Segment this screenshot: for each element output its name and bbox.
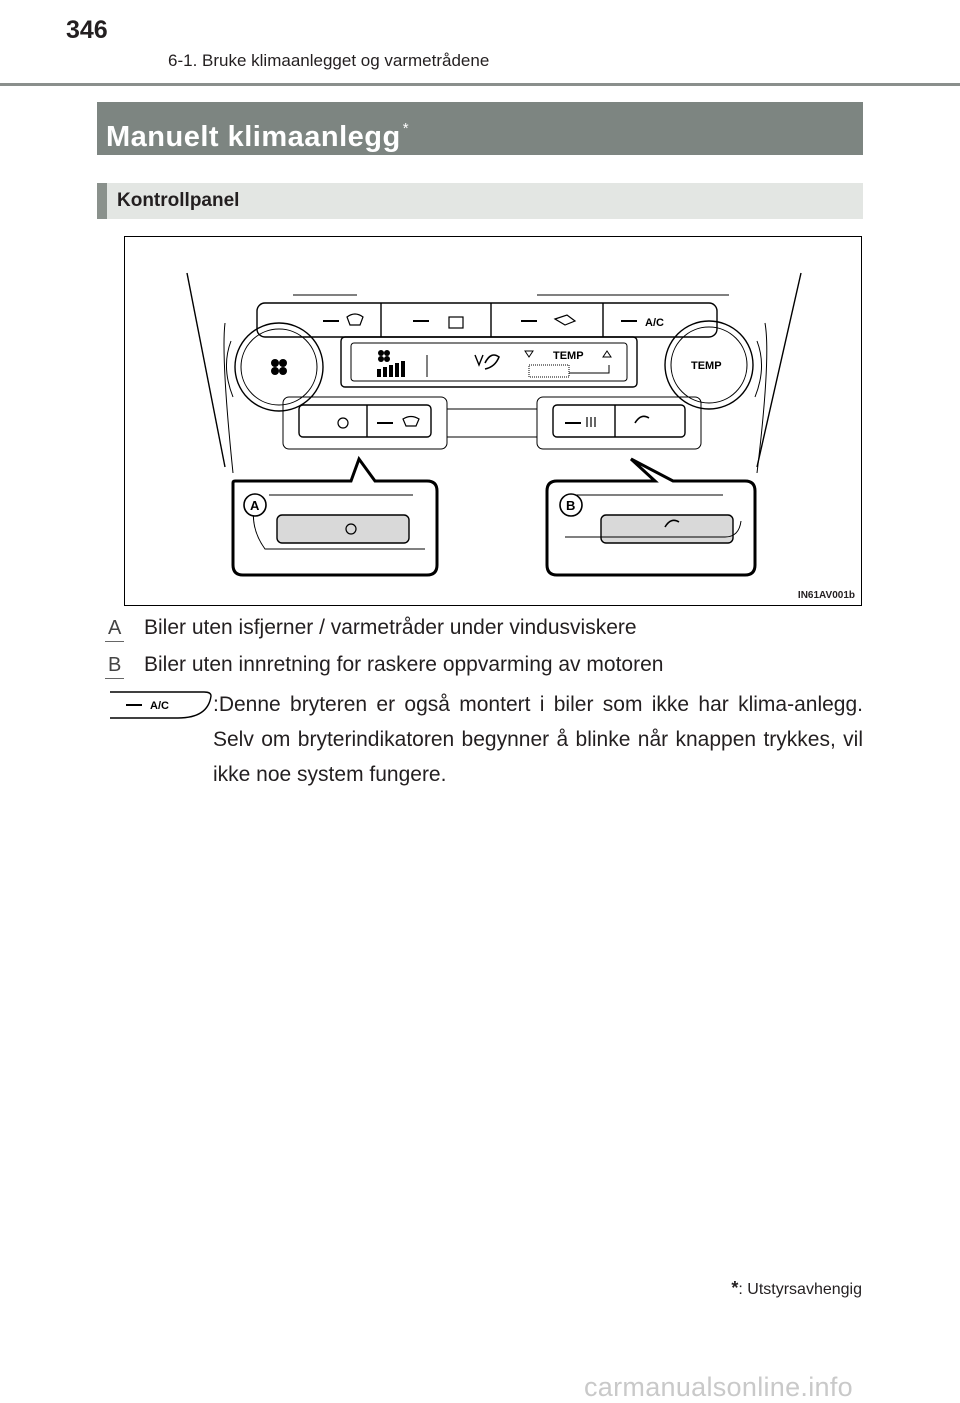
ac-note-text: :Denne bryteren er også montert i biler … [213,693,863,786]
ac-button-icon: A/C [110,691,212,719]
section-marker: * [402,120,410,137]
ac-button-label: A/C [645,317,664,329]
running-head: 6-1. Bruke klimaanlegget og varmetrådene [168,51,490,70]
callout-letter-a: A [250,498,260,513]
note-b-text: Biler uten innretning for raskere oppvar… [144,653,664,676]
page-number: 346 [66,16,108,44]
display-temp-label: TEMP [553,350,584,362]
callout-letter-b: B [566,498,575,513]
note-b-letter: B [104,654,125,679]
footnote-star: * [731,1278,739,1298]
header-rule [0,83,960,86]
subsection-title-bar: Kontrollpanel [97,183,863,219]
footnote-text: : Utstyrsavhengig [738,1281,862,1298]
note-a-text: Biler uten isfjerner / varmetråder under… [144,616,637,639]
figure-code: IN61AV001b [797,590,855,601]
watermark: carmanualsonline.info [584,1372,853,1402]
ac-icon-label: A/C [150,700,169,712]
control-panel-illustration: A/C TEMP TEMP A B [186,272,802,577]
note-a-letter: A [104,617,125,642]
section-title-bar: Manuelt klimaanlegg* [97,102,863,155]
ac-note: A/C :Denne bryteren er også montert i bi… [108,688,863,788]
subsection-title: Kontrollpanel [117,190,240,211]
section-title: Manuelt klimaanlegg [106,121,401,153]
footnote: *: Utstyrsavhengig [731,1278,862,1299]
control-panel-figure: A/C TEMP TEMP A B IN61AV001b [124,236,862,606]
temp-knob-label: TEMP [691,360,722,372]
